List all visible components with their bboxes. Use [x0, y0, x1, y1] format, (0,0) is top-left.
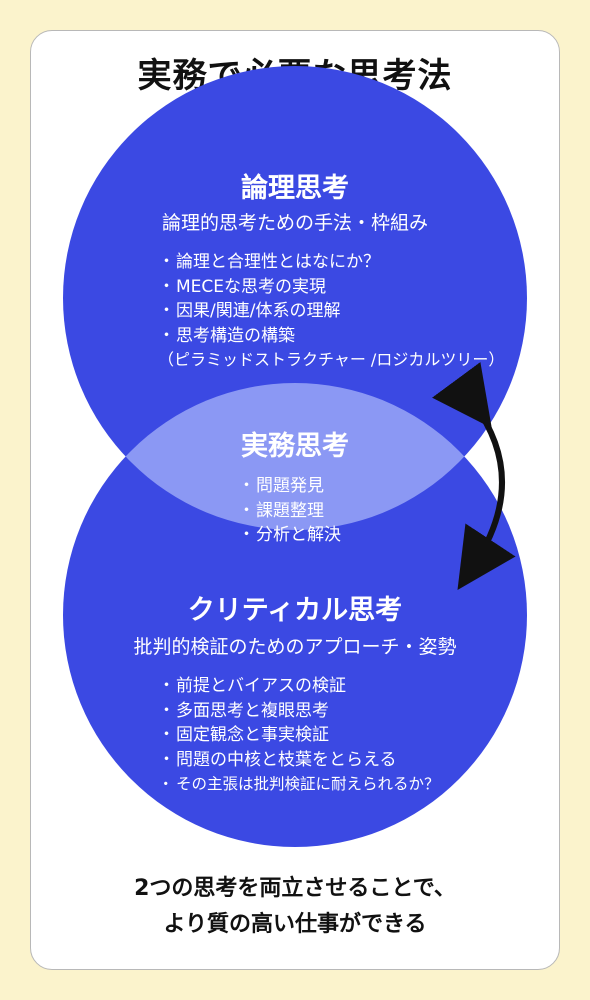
logical-list: ・論理と合理性とはなにか？ ・MECEな思考の実現 ・因果/関連/体系の理解 ・…	[158, 250, 504, 373]
list-item: ・思考構造の構築	[158, 325, 295, 346]
list-item: ・固定観念と事実検証	[158, 725, 329, 745]
list-item: ・その主張は批判検証に耐えられるか？	[158, 775, 440, 793]
practical-heading: 実務思考	[241, 431, 349, 462]
list-item: ・課題整理	[238, 500, 324, 521]
logical-circle	[63, 66, 527, 530]
list-item-note: （ピラミッドストラクチャー /ロジカルツリー）	[158, 350, 505, 369]
list-item: ・因果/関連/体系の理解	[158, 301, 341, 321]
list-item: ・問題発見	[238, 476, 324, 496]
list-item: ・前提とバイアスの検証	[158, 676, 346, 696]
list-item: ・論理と合理性とはなにか？	[158, 252, 380, 272]
logical-heading: 論理思考	[241, 173, 349, 204]
bidirectional-arrow-icon	[432, 362, 516, 591]
practical-list: ・問題発見 ・課題整理 ・分析と解決	[238, 474, 341, 548]
critical-list: ・前提とバイアスの検証 ・多面思考と複眼思考 ・固定観念と事実検証 ・問題の中核…	[158, 674, 440, 797]
logical-subheading: 論理的思考ための手法・枠組み	[161, 212, 428, 234]
list-item: ・MECEな思考の実現	[158, 276, 327, 297]
list-item: ・分析と解決	[238, 525, 341, 545]
footer-line-2: より質の高い仕事ができる	[163, 912, 427, 937]
footer-line-1: 2つの思考を両立させることで、	[134, 876, 456, 901]
critical-circle	[63, 383, 527, 847]
critical-subheading: 批判的検証のためのアプローチ・姿勢	[133, 636, 457, 658]
critical-heading: クリティカル思考	[187, 595, 403, 626]
list-item: ・多面思考と複眼思考	[158, 700, 329, 721]
list-item: ・問題の中核と枝葉をとらえる	[158, 749, 397, 770]
